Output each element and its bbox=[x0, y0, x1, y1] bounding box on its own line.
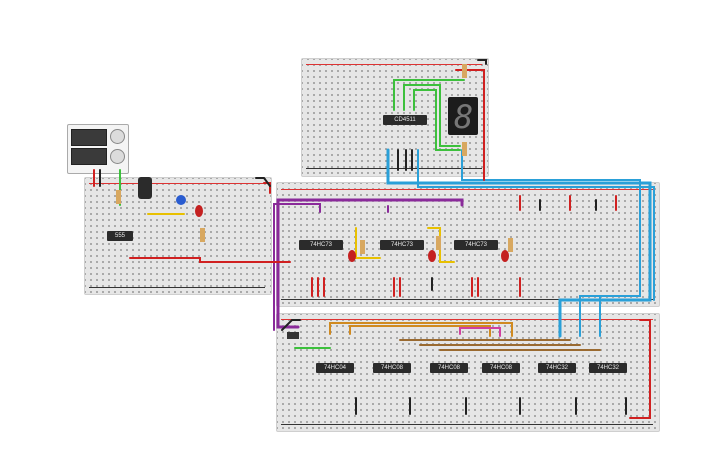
green-wire bbox=[393, 79, 465, 111]
blue-wire bbox=[461, 149, 641, 337]
current-knob[interactable] bbox=[110, 149, 125, 164]
push-button bbox=[287, 332, 299, 339]
orange-wire bbox=[349, 325, 491, 337]
green-wire bbox=[413, 89, 461, 151]
ground-rail bbox=[306, 168, 482, 169]
blue-wire bbox=[417, 149, 655, 301]
or-gate-chip-1[interactable]: 74HC32 bbox=[538, 363, 576, 373]
or-gate-chip-2[interactable]: 74HC32 bbox=[589, 363, 627, 373]
inverter-chip[interactable]: 74HC04 bbox=[316, 363, 354, 373]
resistor bbox=[462, 142, 467, 156]
resistor bbox=[508, 238, 513, 252]
seven-segment-display[interactable]: 8 bbox=[448, 97, 478, 136]
red-wire bbox=[263, 182, 271, 194]
led-clock bbox=[195, 205, 203, 217]
blue-wire bbox=[386, 148, 652, 338]
display-digit: 8 bbox=[454, 98, 474, 136]
red-wire bbox=[471, 277, 479, 297]
and-gate-chip-1[interactable]: 74HC08 bbox=[373, 363, 411, 373]
decoder-chip[interactable]: CD4511 bbox=[383, 115, 427, 125]
black-wire bbox=[355, 397, 627, 415]
flip-flop-chip-2[interactable]: 74HC73 bbox=[380, 240, 424, 250]
ground-rail bbox=[281, 299, 653, 300]
red-wire bbox=[629, 319, 651, 419]
red-wire bbox=[311, 277, 325, 297]
flip-flop-chip-1[interactable]: 74HC73 bbox=[299, 240, 343, 250]
ground-rail bbox=[89, 287, 265, 288]
led-bit-2 bbox=[428, 250, 436, 262]
resistor bbox=[360, 240, 365, 254]
orange-wire bbox=[329, 322, 513, 337]
red-wire bbox=[455, 69, 485, 181]
and-gate-chip-3[interactable]: 74HC08 bbox=[482, 363, 520, 373]
timer-chip[interactable]: 555 bbox=[107, 231, 133, 241]
current-display bbox=[71, 148, 107, 165]
power-rail bbox=[89, 183, 265, 184]
voltage-knob[interactable] bbox=[110, 129, 125, 144]
resistor bbox=[462, 64, 467, 78]
red-wire bbox=[519, 195, 617, 211]
resistor bbox=[116, 190, 121, 204]
ground-rail bbox=[281, 424, 653, 425]
black-wire bbox=[281, 319, 301, 331]
black-wire bbox=[255, 177, 271, 187]
resistor bbox=[436, 236, 441, 250]
electrolytic-capacitor bbox=[138, 177, 152, 199]
flip-flop-chip-3[interactable]: 74HC73 bbox=[454, 240, 498, 250]
power-rail bbox=[281, 189, 653, 190]
and-gate-chip-2[interactable]: 74HC08 bbox=[430, 363, 468, 373]
yellow-wire bbox=[355, 227, 381, 259]
led-bit-3 bbox=[501, 250, 509, 262]
black-wire bbox=[477, 59, 487, 65]
power-rail bbox=[306, 64, 482, 65]
red-wire bbox=[393, 277, 401, 297]
led-bit-1 bbox=[348, 250, 356, 262]
magenta-wire bbox=[459, 327, 501, 337]
red-wire bbox=[129, 257, 291, 263]
voltage-display bbox=[71, 129, 107, 146]
power-supply[interactable] bbox=[67, 124, 129, 174]
green-wire bbox=[403, 84, 461, 147]
purple-wire bbox=[276, 198, 464, 329]
power-rail bbox=[281, 319, 653, 320]
purple-wire bbox=[273, 203, 321, 331]
ceramic-capacitor bbox=[176, 195, 186, 205]
resistor bbox=[200, 228, 205, 242]
black-wire bbox=[397, 149, 413, 171]
black-wire bbox=[431, 199, 597, 291]
